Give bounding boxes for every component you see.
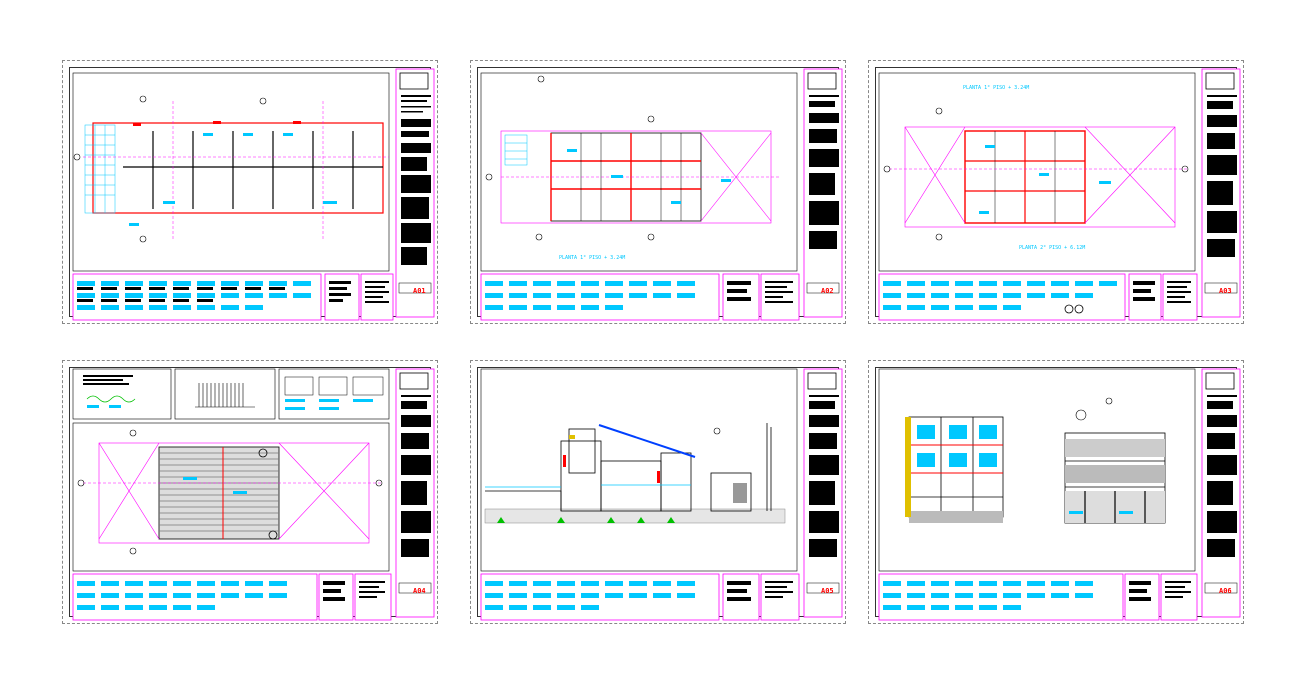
sheet-code: A03: [1219, 287, 1232, 295]
sheet-code: A05: [821, 587, 834, 595]
sheet-code: A04: [413, 587, 426, 595]
drawing-sheet-a02[interactable]: PLANTA 1° PISO + 3.24M A02: [470, 60, 846, 324]
plan-level-annotation-bottom: PLANTA 2° PISO + 6.12M: [1019, 245, 1086, 251]
plan-level-annotation-top: PLANTA 1° PISO + 3.24M: [963, 85, 1030, 91]
drawing-sheet-a06[interactable]: A06: [868, 360, 1244, 624]
drawing-sheet-a01[interactable]: A01: [62, 60, 438, 324]
sheet-drawing: [878, 368, 1241, 621]
sheet-drawing: [878, 68, 1241, 321]
sheet-code: A06: [1219, 587, 1232, 595]
drawing-sheet-a04[interactable]: A04: [62, 360, 438, 624]
sheet-drawing: [72, 68, 435, 321]
drawing-sheet-a05[interactable]: A05: [470, 360, 846, 624]
sheet-code: A02: [821, 287, 834, 295]
sheet-drawing: [480, 368, 843, 621]
plan-level-annotation: PLANTA 1° PISO + 3.24M: [559, 255, 626, 261]
drawing-sheet-a03[interactable]: PLANTA 1° PISO + 3.24M PLANTA 2° PISO + …: [868, 60, 1244, 324]
sheet-drawing: [72, 368, 435, 621]
sheet-drawing: [480, 68, 843, 321]
sheet-code: A01: [413, 287, 426, 295]
